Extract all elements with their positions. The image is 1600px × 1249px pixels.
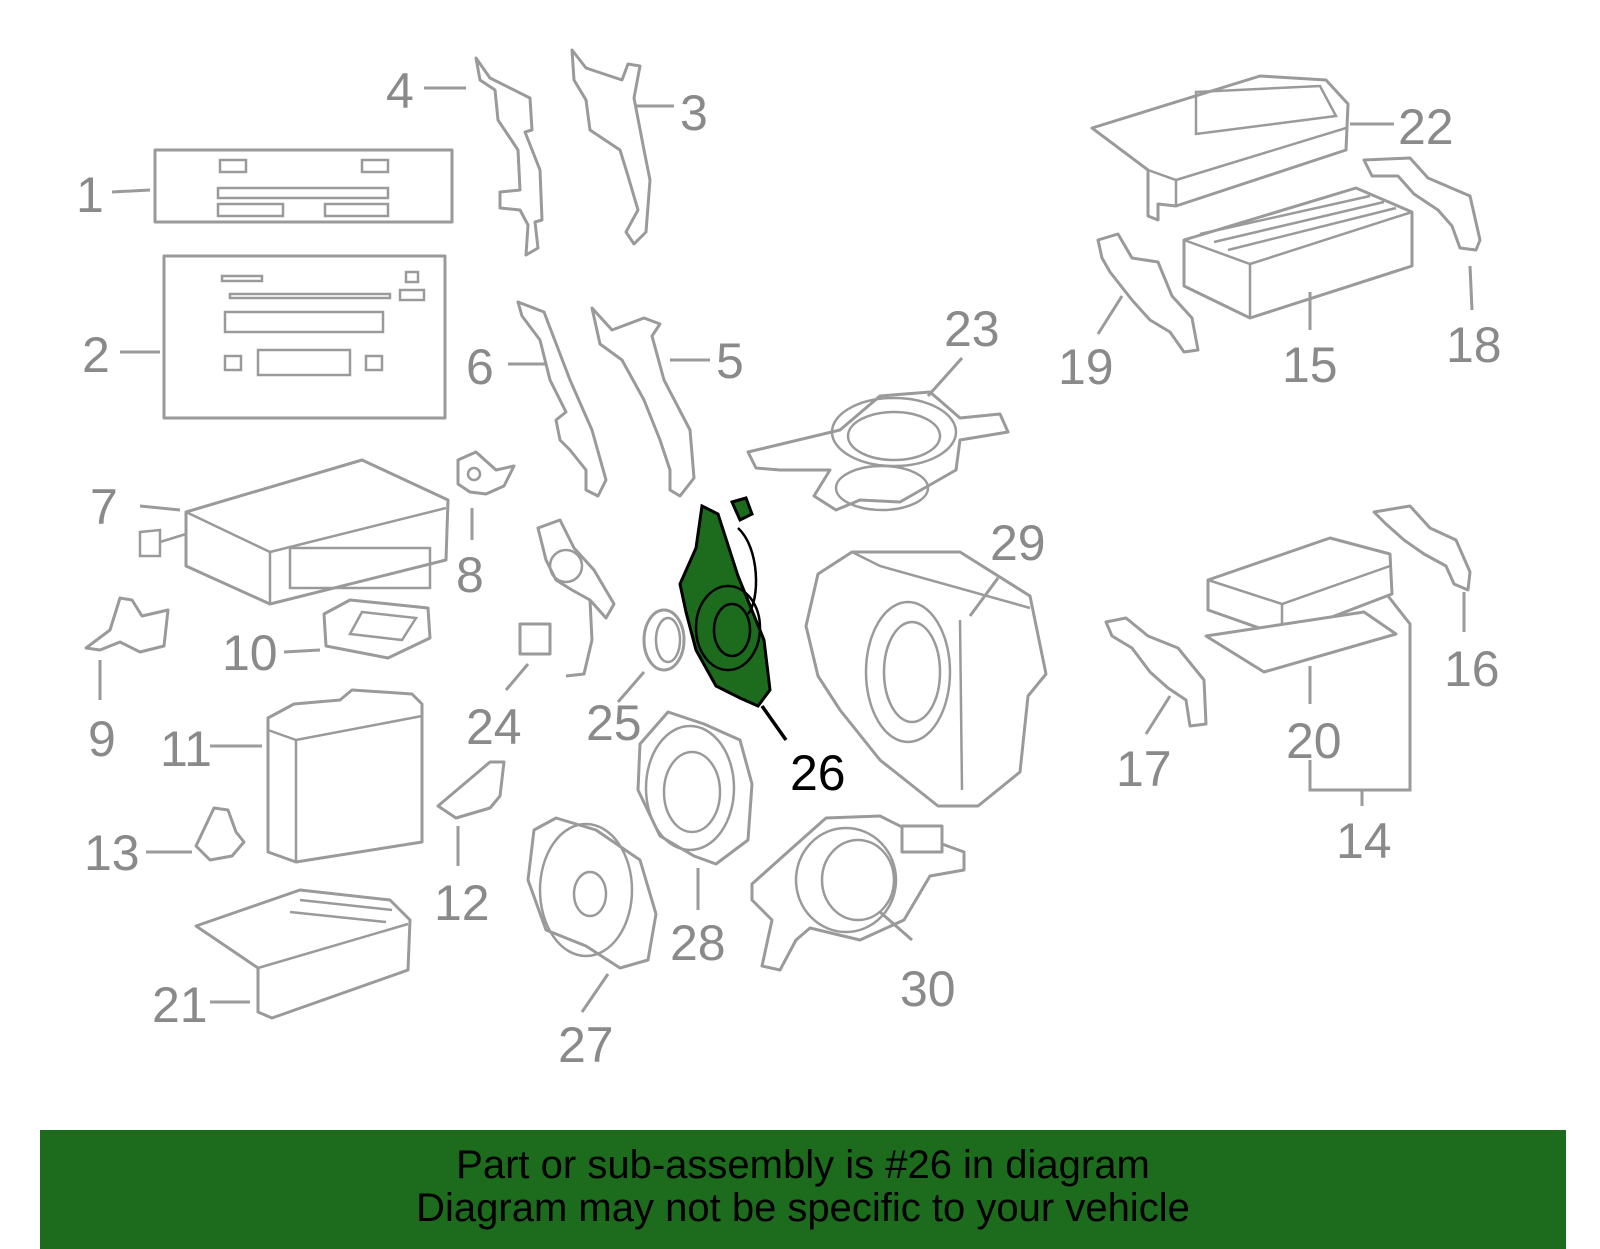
part-2-panel: [162, 254, 447, 420]
callout-11: 11: [160, 721, 212, 777]
part-29-subwoofer: [804, 550, 1048, 808]
part-18-bracket: [1362, 156, 1482, 252]
part-12-bracket: [436, 760, 506, 820]
callout-5: 5: [716, 333, 744, 389]
part-19-bracket: [1096, 232, 1200, 354]
callout-27: 27: [558, 1017, 614, 1073]
callout-26: 26: [790, 745, 846, 801]
part-24-wire: [518, 518, 616, 678]
callout-19: 19: [1058, 339, 1114, 395]
callout-20: 20: [1286, 713, 1342, 769]
callout-6: 6: [466, 339, 494, 395]
callout-24: 24: [466, 699, 522, 755]
callout-22: 22: [1398, 99, 1454, 155]
callout-14: 14: [1336, 813, 1392, 869]
part-25-tweeter: [642, 608, 686, 672]
callout-7: 7: [90, 479, 118, 535]
part-10-module: [322, 598, 432, 660]
part-27-speaker: [526, 816, 658, 970]
callout-3: 3: [680, 85, 708, 141]
banner-line-2: Diagram may not be specific to your vehi…: [416, 1186, 1190, 1230]
part-30-speaker: [750, 814, 966, 972]
part-5-bracket: [590, 306, 696, 498]
callout-23: 23: [944, 301, 1000, 357]
callout-15: 15: [1282, 337, 1338, 393]
part-9-bracket: [84, 596, 170, 654]
callout-30: 30: [900, 961, 956, 1017]
part-3-bracket: [570, 48, 652, 246]
part-11-unit: [266, 688, 424, 864]
part-28-speaker: [636, 710, 754, 866]
callout-labels: 1 2 3 4 5 6 7 8 9 10 11 12 13 14 15 16 1…: [76, 63, 1502, 1073]
callout-8: 8: [456, 547, 484, 603]
part-6-bracket: [516, 300, 608, 498]
part-22-cover: [1090, 74, 1350, 222]
callout-28: 28: [670, 915, 726, 971]
part-23-speaker: [746, 390, 1010, 512]
callout-29: 29: [990, 515, 1046, 571]
leader-lines: [98, 86, 1474, 1013]
part-1-faceplate: [153, 148, 454, 224]
part-21-cover: [194, 888, 412, 1020]
part-16-bracket: [1372, 504, 1472, 592]
part-8-bracket: [456, 450, 516, 496]
callout-10: 10: [222, 625, 278, 681]
callout-13: 13: [84, 825, 140, 881]
callout-2: 2: [82, 327, 110, 383]
callout-1: 1: [76, 167, 104, 223]
callout-16: 16: [1444, 641, 1500, 697]
part-26-highlighted: [678, 496, 772, 708]
part-17-bracket: [1104, 616, 1208, 728]
callout-4: 4: [386, 63, 414, 119]
part-13-clip: [194, 806, 246, 862]
callout-17: 17: [1116, 741, 1172, 797]
callout-12: 12: [434, 875, 490, 931]
callout-25: 25: [586, 695, 642, 751]
part-15-amplifier: [1182, 186, 1414, 320]
part-7-changer: [138, 458, 450, 606]
banner-line-1: Part or sub-assembly is #26 in diagram: [456, 1143, 1150, 1187]
part-4-bracket: [474, 56, 544, 257]
info-banner: Part or sub-assembly is #26 in diagram D…: [40, 1130, 1566, 1249]
part-20-amplifier: [1204, 536, 1398, 674]
callout-18: 18: [1446, 317, 1502, 373]
callout-21: 21: [152, 977, 208, 1033]
callout-9: 9: [88, 711, 116, 767]
